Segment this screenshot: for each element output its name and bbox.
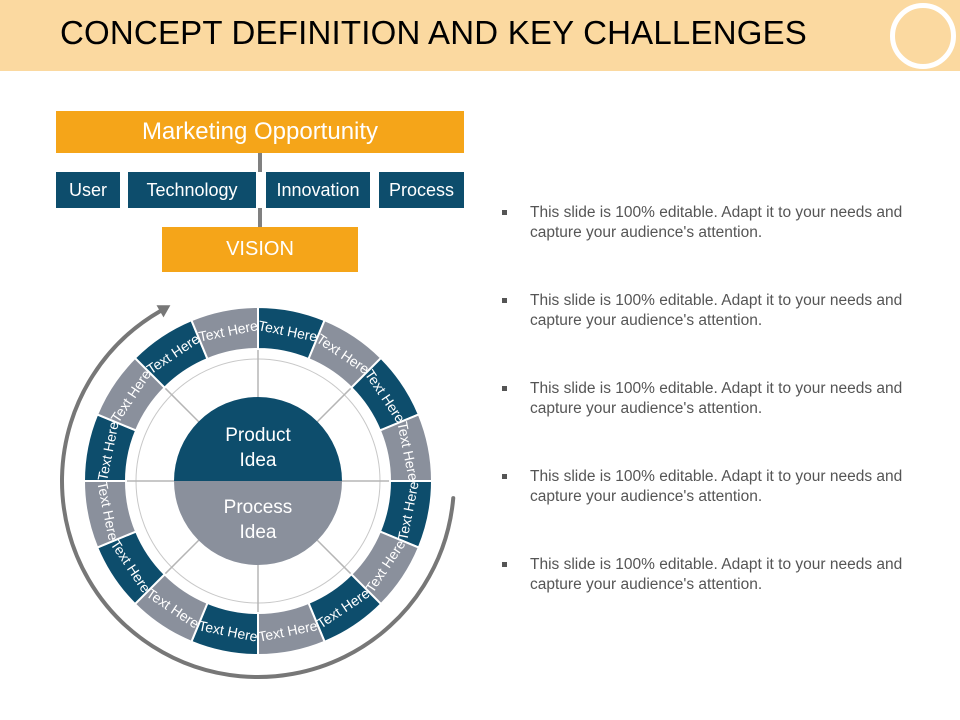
- spoke-line: [164, 539, 200, 575]
- cycle-arrowhead-icon: [156, 305, 171, 318]
- product-idea-line-2: Idea: [240, 450, 277, 471]
- tag-technology: Technology: [128, 172, 256, 208]
- bullet-text: This slide is 100% editable. Adapt it to…: [530, 468, 903, 505]
- bullet-marker-icon: [502, 562, 507, 567]
- process-idea-line-2: Idea: [240, 522, 277, 543]
- spoke-line: [316, 387, 352, 423]
- process-idea-line-1: Process: [224, 497, 293, 518]
- vision-box: VISION: [162, 227, 358, 272]
- spoke-line: [316, 539, 352, 575]
- bullet-text: This slide is 100% editable. Adapt it to…: [530, 556, 903, 593]
- bullet-marker-icon: [502, 474, 507, 479]
- process-idea-half: [174, 481, 342, 565]
- bullet-item: This slide is 100% editable. Adapt it to…: [500, 379, 930, 467]
- bullet-list: This slide is 100% editable. Adapt it to…: [500, 203, 930, 643]
- bullet-item: This slide is 100% editable. Adapt it to…: [500, 291, 930, 379]
- header-bar: CONCEPT DEFINITION AND KEY CHALLENGES: [0, 0, 960, 71]
- tag-process: Process: [379, 172, 464, 208]
- tag-user: User: [56, 172, 120, 208]
- product-idea-half: [174, 397, 342, 481]
- cycle-arrow: [60, 309, 456, 679]
- bullet-item: This slide is 100% editable. Adapt it to…: [500, 467, 930, 555]
- bullet-text: This slide is 100% editable. Adapt it to…: [530, 380, 903, 417]
- product-idea-line-1: Product: [225, 425, 291, 446]
- bullet-text: This slide is 100% editable. Adapt it to…: [530, 204, 903, 241]
- page-title: CONCEPT DEFINITION AND KEY CHALLENGES: [60, 14, 808, 51]
- bullet-marker-icon: [502, 386, 507, 391]
- spoke-line: [164, 387, 200, 423]
- bullet-marker-icon: [502, 210, 507, 215]
- tag-innovation: Innovation: [266, 172, 370, 208]
- ring-segment: [190, 305, 259, 361]
- bullet-item: This slide is 100% editable. Adapt it to…: [500, 555, 930, 643]
- connector-line-middle: [258, 208, 262, 227]
- bullet-marker-icon: [502, 298, 507, 303]
- marketing-opportunity-box: Marketing Opportunity: [56, 111, 464, 153]
- decorative-ring-icon: [890, 3, 956, 69]
- connector-line-top: [258, 153, 262, 172]
- bullet-item: This slide is 100% editable. Adapt it to…: [500, 203, 930, 291]
- bullet-text: This slide is 100% editable. Adapt it to…: [530, 292, 903, 329]
